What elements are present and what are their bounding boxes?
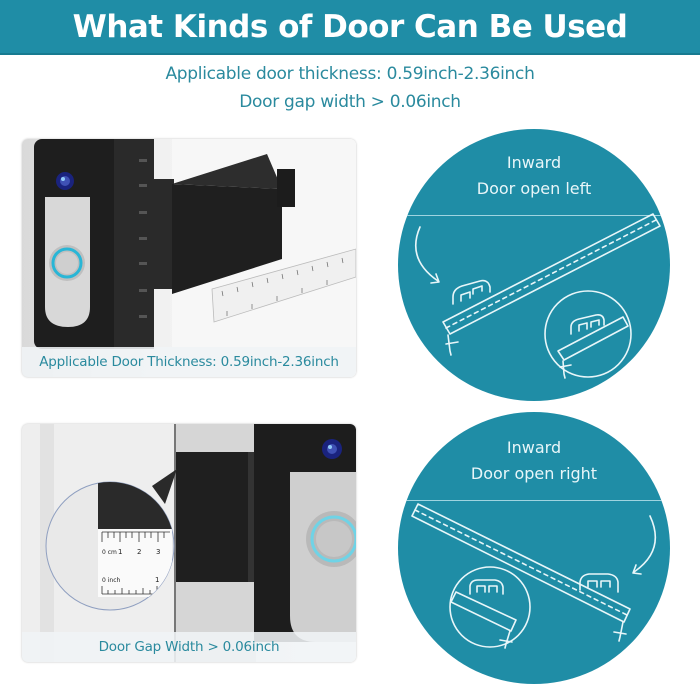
diagram-left-divider [398, 215, 670, 216]
ruler-inch-label: 0 inch [102, 577, 120, 584]
diagram-right-line1: Inward [506, 438, 562, 457]
diagram-door-open-left: Inward Door open left [398, 129, 670, 401]
thickness-photo: Applicable Door Thickness: 0.59inch-2.36… [22, 139, 356, 377]
svg-text:1: 1 [155, 576, 159, 584]
gap-caption: Door Gap Width > 0.06inch [22, 632, 356, 662]
doorbell-gap-illustration: 0 cm 1 2 3 0 inch 1 [22, 424, 356, 662]
diagram-right-divider [398, 500, 670, 501]
thickness-caption: Applicable Door Thickness: 0.59inch-2.36… [22, 347, 356, 377]
svg-text:2: 2 [137, 548, 141, 556]
subtitle-gap: Door gap width > 0.06inch [239, 92, 461, 112]
title-banner: What Kinds of Door Can Be Used [0, 0, 700, 55]
diagram-door-open-right: Inward Door open right [398, 412, 670, 684]
page-title: What Kinds of Door Can Be Used [72, 8, 628, 45]
subtitle-thickness: Applicable door thickness: 0.59inch-2.36… [165, 64, 535, 84]
svg-text:1: 1 [118, 548, 122, 556]
gap-photo: 0 cm 1 2 3 0 inch 1 Door Gap Width > 0.0… [22, 424, 356, 662]
doorbell-mount-illustration [34, 139, 356, 377]
svg-text:3: 3 [156, 548, 160, 556]
ruler-cm-label: 0 cm [102, 549, 117, 556]
diagram-left-line2: Door open left [476, 179, 592, 198]
door-swing-right-icon [411, 503, 657, 649]
door-swing-left-icon [414, 213, 661, 379]
diagram-left-line1: Inward [506, 153, 562, 172]
diagram-right-line2: Door open right [470, 464, 598, 483]
